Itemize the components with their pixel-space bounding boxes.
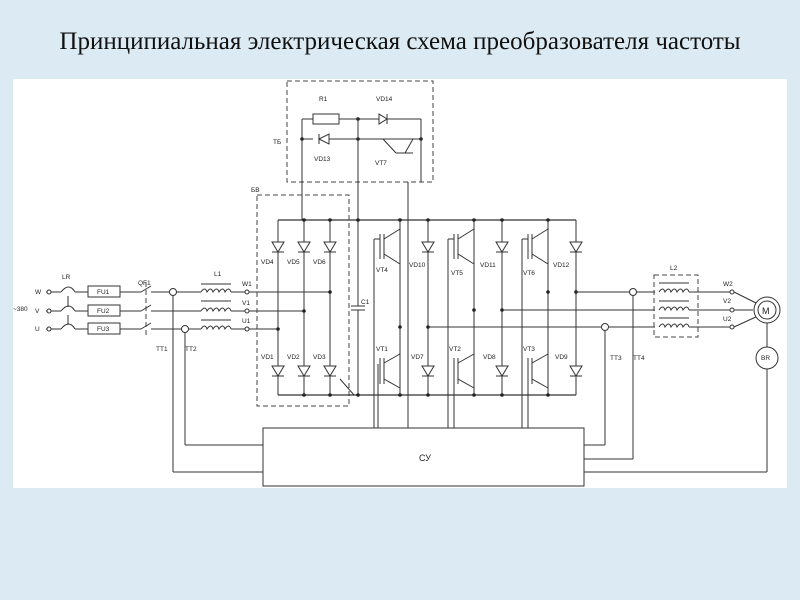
label-vt5: VT5 bbox=[451, 270, 463, 277]
control-system: СУ bbox=[173, 182, 633, 487]
label-vt6: VT6 bbox=[523, 270, 535, 277]
label-vt7: VT7 bbox=[375, 160, 387, 167]
choke-l1: L1 W1 V1 U1 bbox=[200, 271, 330, 332]
label-vd13: VD13 bbox=[314, 156, 331, 163]
rectifier-bv: БВ VD4 VD5 VD6 VD1 VD2 VD3 bbox=[251, 187, 576, 407]
label-vt1: VT1 bbox=[376, 346, 388, 353]
inverter-leg-2: VT5 VT2 VD11 VD8 bbox=[449, 218, 509, 397]
motor: M bbox=[753, 296, 781, 347]
schematic-panel: W V U ~380 LR FU1 FU2 FU3 QF1 bbox=[13, 79, 787, 488]
output-lines: TT3 TT4 bbox=[428, 288, 655, 459]
label-fu2: FU2 bbox=[97, 308, 110, 315]
current-transformers-input: TT1 TT2 bbox=[156, 288, 201, 472]
label-fu3: FU3 bbox=[97, 326, 110, 333]
label-vt4: VT4 bbox=[376, 267, 388, 274]
choke-l2: L2 W2 V2 U2 bbox=[653, 265, 759, 338]
breaker-qf1: QF1 bbox=[138, 280, 168, 335]
label-motor: M bbox=[762, 306, 770, 316]
inverter-leg-3: VT6 VT3 VD12 VD9 bbox=[523, 218, 583, 397]
label-vd6: VD6 bbox=[313, 259, 326, 266]
label-vd2: VD2 bbox=[287, 354, 300, 361]
label-phase-v: V bbox=[35, 308, 40, 315]
label-encoder: BR bbox=[761, 355, 770, 362]
label-phase-w: W bbox=[35, 289, 42, 296]
label-vd9: VD9 bbox=[555, 354, 568, 361]
label-vd10: VD10 bbox=[409, 262, 426, 269]
label-u1: U1 bbox=[242, 318, 251, 325]
label-tb: ТБ bbox=[273, 139, 281, 146]
label-vd3: VD3 bbox=[313, 354, 326, 361]
label-vd12: VD12 bbox=[553, 262, 570, 269]
capacitor-c1: C1 bbox=[351, 218, 370, 397]
label-mains: ~380 bbox=[13, 306, 28, 313]
label-u2: U2 bbox=[723, 316, 732, 323]
brake-unit-tb: ТБ R1 VD14 VD13 VT7 bbox=[273, 80, 434, 220]
fuses: FU1 FU2 FU3 bbox=[87, 285, 141, 335]
label-tt4: TT4 bbox=[633, 355, 645, 362]
label-vd11: VD11 bbox=[480, 262, 496, 269]
label-w1: W1 bbox=[242, 281, 252, 288]
encoder-br: BR bbox=[584, 346, 779, 473]
label-vt2: VT2 bbox=[449, 346, 461, 353]
label-tt1: TT1 bbox=[156, 346, 168, 353]
label-vd4: VD4 bbox=[261, 259, 274, 266]
surge-arrester-lr: LR bbox=[60, 274, 88, 330]
label-tt2: TT2 bbox=[185, 346, 197, 353]
label-l2: L2 bbox=[670, 265, 678, 272]
label-vd14: VD14 bbox=[376, 96, 393, 103]
label-vd5: VD5 bbox=[287, 259, 300, 266]
label-control: СУ bbox=[419, 453, 431, 463]
inverter-leg-1: VT4 VT1 VD10 VD7 bbox=[376, 218, 435, 397]
label-w2: W2 bbox=[723, 281, 733, 288]
label-vt3: VT3 bbox=[523, 346, 535, 353]
label-c1: C1 bbox=[361, 299, 370, 306]
label-vd1: VD1 bbox=[261, 354, 274, 361]
label-lr: LR bbox=[62, 274, 71, 281]
label-qf1: QF1 bbox=[138, 280, 151, 287]
label-vd7: VD7 bbox=[411, 354, 424, 361]
label-phase-u: U bbox=[35, 326, 40, 333]
input-phases: W V U ~380 bbox=[13, 289, 61, 333]
label-r1: R1 bbox=[319, 96, 328, 103]
circuit-diagram: W V U ~380 LR FU1 FU2 FU3 QF1 bbox=[13, 80, 781, 487]
label-fu1: FU1 bbox=[97, 289, 110, 296]
label-v1: V1 bbox=[242, 300, 250, 307]
label-l1: L1 bbox=[214, 271, 222, 278]
label-tt3: TT3 bbox=[610, 355, 622, 362]
label-v2: V2 bbox=[723, 298, 731, 305]
label-vd8: VD8 bbox=[483, 354, 496, 361]
label-bv: БВ bbox=[251, 187, 260, 194]
page-title: Принципиальная электрическая схема преоб… bbox=[59, 28, 741, 55]
